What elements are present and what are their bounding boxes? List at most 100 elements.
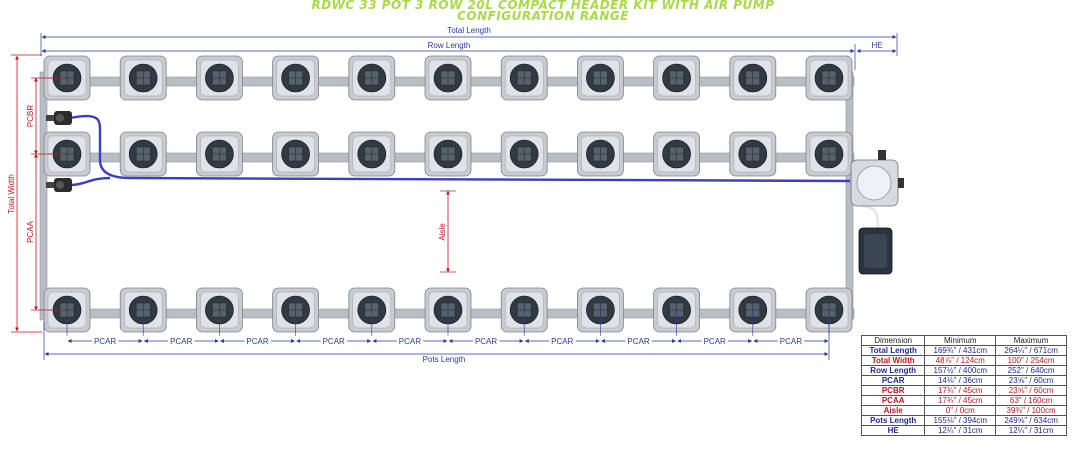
dim-name-cell: PCAA xyxy=(860,395,926,406)
pcbr-label: PCBR xyxy=(26,105,35,127)
pot xyxy=(348,55,396,101)
title-line-1: RDWC 33 POT 3 ROW 20L COMPACT HEADER KIT… xyxy=(311,0,775,12)
connector-port xyxy=(56,114,64,122)
pcar-label: PCAR xyxy=(627,337,649,346)
dim-name-cell: Total Width xyxy=(860,355,926,366)
pot-grid xyxy=(43,55,853,336)
pcar-label: PCAR xyxy=(780,337,802,346)
pcar-label-bg xyxy=(396,337,424,346)
air-tube-branch xyxy=(69,176,111,187)
pot xyxy=(653,55,700,101)
pcar-label: PCAR xyxy=(551,337,573,346)
pot xyxy=(500,287,548,336)
diagram-title: RDWC 33 POT 3 ROW 20L COMPACT HEADER KIT… xyxy=(0,0,1086,22)
pot xyxy=(272,131,320,177)
pcar-label: PCAR xyxy=(475,337,497,346)
pot xyxy=(348,287,396,336)
dim-name-cell: PCBR xyxy=(860,385,926,396)
dim-min-cell: 169¾" / 431cm xyxy=(924,345,997,356)
dim-name-cell: Pots Length xyxy=(860,415,926,426)
pcar-label-bg xyxy=(91,337,119,346)
aisle-label: Aisle xyxy=(438,223,447,241)
pot xyxy=(500,55,548,101)
header-dimension: Dimension xyxy=(860,335,926,346)
pcar-label-bg xyxy=(701,337,729,346)
pot xyxy=(119,287,167,336)
dim-name-cell: Row Length xyxy=(860,365,926,376)
dim-min-cell: 48⅞" / 124cm xyxy=(924,355,997,366)
dim-max-cell: 249⅝" / 634cm xyxy=(995,415,1067,426)
pot xyxy=(43,55,91,101)
dim-name-cell: PCAR xyxy=(860,375,926,386)
air-stone-connector xyxy=(46,111,72,125)
pcar-label-bg xyxy=(472,337,500,346)
pot xyxy=(348,131,396,177)
pcar-label-bg xyxy=(777,337,805,346)
dim-min-cell: 155⅛" / 394cm xyxy=(924,415,997,426)
air-pump xyxy=(858,227,893,275)
header-tank-fitting xyxy=(878,150,886,160)
connector-stem xyxy=(46,182,54,188)
pot xyxy=(653,131,700,177)
pcar-label-bg xyxy=(625,337,652,346)
pot xyxy=(729,55,777,101)
he-label: HE xyxy=(871,41,882,50)
pcar-label: PCAR xyxy=(94,337,116,346)
pcar-label: PCAR xyxy=(170,337,192,346)
pcar-label-bg xyxy=(244,337,271,346)
pot xyxy=(272,55,320,101)
pcar-label: PCAR xyxy=(246,337,268,346)
pipework xyxy=(39,71,855,321)
pot xyxy=(729,131,777,177)
pot xyxy=(577,131,624,177)
header-minimum: Minimum xyxy=(924,335,997,346)
dim-min-cell: 0" / 0cm xyxy=(924,405,997,416)
air-pump-panel xyxy=(864,234,887,268)
pot xyxy=(119,131,167,177)
pot xyxy=(577,287,624,336)
dim-max-cell: 12¼" / 31cm xyxy=(995,425,1067,436)
header-tank xyxy=(850,150,904,207)
dim-min-cell: 17¾" / 45cm xyxy=(924,395,997,406)
header-equipment xyxy=(46,111,904,275)
pot xyxy=(424,287,472,336)
title-line-2: CONFIGURATION RANGE xyxy=(457,9,629,23)
pot xyxy=(729,287,777,336)
row-length-label: Row Length xyxy=(428,41,471,50)
pot xyxy=(43,131,91,177)
table-header-row: Dimension Minimum Maximum xyxy=(860,335,1067,346)
header-tank-outlet xyxy=(898,178,904,188)
pot xyxy=(805,287,853,336)
pot xyxy=(119,55,167,101)
pot xyxy=(805,55,853,101)
pcar-label: PCAR xyxy=(704,337,726,346)
dim-min-cell: 12¼" / 31cm xyxy=(924,425,997,436)
dim-max-cell: 252" / 640cm xyxy=(995,365,1067,376)
left-return-pipe xyxy=(39,71,48,321)
dim-max-cell: 63" / 160cm xyxy=(995,395,1067,406)
dim-name-cell: HE xyxy=(860,425,926,436)
pcaa-label: PCAA xyxy=(26,220,35,242)
dim-max-cell: 23⅝" / 60cm xyxy=(995,375,1067,386)
pot xyxy=(195,287,243,336)
pcar-label: PCAR xyxy=(399,337,421,346)
pcar-label: PCAR xyxy=(323,337,345,346)
total-length-label: Total Length xyxy=(447,26,491,35)
dim-min-cell: 14⅛" / 36cm xyxy=(924,375,997,386)
pot xyxy=(272,287,320,336)
pot xyxy=(195,55,243,101)
pot xyxy=(424,55,472,101)
header-tank-lid xyxy=(856,165,892,201)
pot xyxy=(805,131,853,177)
